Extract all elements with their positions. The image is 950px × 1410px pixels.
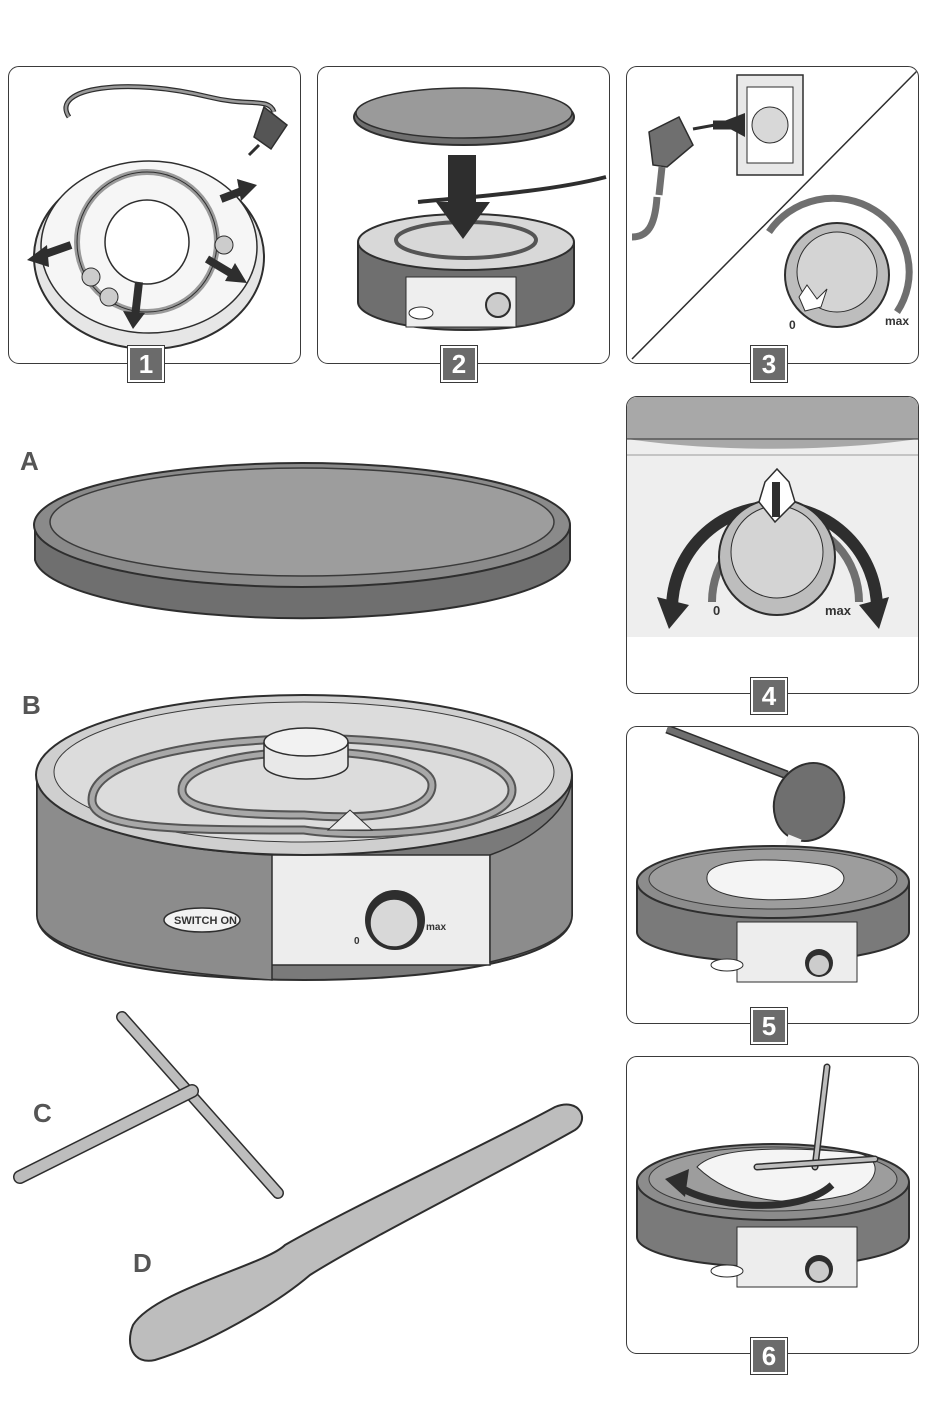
dial-max-label: max [885, 314, 909, 328]
spreading-batter-illustration [627, 1057, 918, 1353]
dial-zero-label: 0 [789, 318, 796, 332]
step4-dial-zero-label: 0 [713, 603, 720, 618]
temperature-dial-illustration: 0 max [627, 397, 918, 693]
step-6-panel [626, 1056, 919, 1354]
step-1-panel [8, 66, 301, 364]
step-number-3: 3 [751, 346, 787, 382]
step-3-panel: 0 max [626, 66, 919, 364]
plate-placement-illustration [318, 67, 609, 363]
step-number-4: 4 [751, 678, 787, 714]
step-5-panel [626, 726, 919, 1024]
step-number-6: 6 [751, 1338, 787, 1374]
crepe-plate-a [30, 430, 575, 630]
crepe-maker-base-b: SWITCH ON 0 max [32, 680, 577, 990]
pouring-batter-illustration [627, 727, 918, 1023]
base-dial-max-label: max [426, 922, 446, 933]
plug-and-dial-illustration: 0 max [627, 67, 918, 363]
step-number-1: 1 [128, 346, 164, 382]
spatula-d [125, 1095, 585, 1375]
brand-logo-text: SWITCH ON [174, 915, 237, 927]
step-4-panel: 0 max [626, 396, 919, 694]
step-number-5: 5 [751, 1008, 787, 1044]
step-number-2: 2 [441, 346, 477, 382]
underside-illustration [9, 67, 300, 363]
step-2-panel [317, 66, 610, 364]
base-dial-zero-label: 0 [354, 936, 360, 947]
step4-dial-max-label: max [825, 603, 852, 618]
